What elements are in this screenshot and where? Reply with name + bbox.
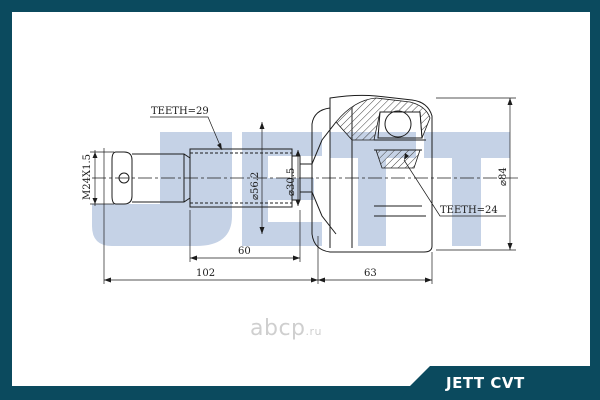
watermark-main: abcp xyxy=(250,316,306,341)
label-len-102: 102 xyxy=(196,268,215,279)
label-dia-30: ⌀30.5 xyxy=(286,168,297,196)
label-len-60: 60 xyxy=(238,246,251,257)
arrow xyxy=(425,277,432,283)
arrow xyxy=(104,277,111,283)
arrow xyxy=(190,255,197,261)
arrow xyxy=(404,153,409,160)
arrow xyxy=(217,143,222,150)
arrow xyxy=(507,243,513,250)
arrow xyxy=(318,277,325,283)
brand-tab xyxy=(400,366,600,400)
arrow xyxy=(92,198,98,204)
splined-shaft xyxy=(189,148,293,208)
leader-teeth-24 xyxy=(403,159,506,217)
arrow xyxy=(507,98,513,105)
inner-race xyxy=(374,139,426,217)
arrow xyxy=(311,277,318,283)
brand-label: JETT CVT xyxy=(446,374,525,392)
logo-letter-j xyxy=(92,132,232,246)
cotter-hole xyxy=(118,172,130,184)
watermark: abcp.ru xyxy=(250,316,322,341)
arrowheads xyxy=(92,98,513,283)
dimension-lines xyxy=(90,97,516,284)
hatched-section xyxy=(335,97,431,169)
arrow xyxy=(293,255,300,261)
hatch-inner xyxy=(375,149,421,169)
arrow xyxy=(259,122,265,129)
arrow xyxy=(295,150,301,156)
hatch-top xyxy=(335,97,431,141)
arrow xyxy=(295,200,301,206)
label-teeth-29: TEETH=29 xyxy=(151,106,209,117)
background-logo xyxy=(92,132,510,246)
arrow xyxy=(259,227,265,234)
watermark-suffix: .ru xyxy=(305,325,323,338)
label-dia-84: ⌀84 xyxy=(498,167,509,186)
label-dia-56: ⌀56.2 xyxy=(250,172,261,200)
dimension-texts: TEETH=29 TEETH=24 M24X1.5 ⌀56.2 ⌀30.5 ⌀8… xyxy=(82,106,509,279)
threaded-tip xyxy=(111,151,133,205)
leader-teeth-29 xyxy=(150,116,223,151)
logo-letter-t2 xyxy=(424,132,510,246)
label-thread: M24X1.5 xyxy=(82,154,93,200)
label-teeth-24: TEETH=24 xyxy=(440,205,498,216)
logo-letter-t1 xyxy=(330,132,416,246)
label-len-63: 63 xyxy=(364,268,377,279)
bell-stem xyxy=(300,121,337,235)
arrow xyxy=(92,152,98,158)
